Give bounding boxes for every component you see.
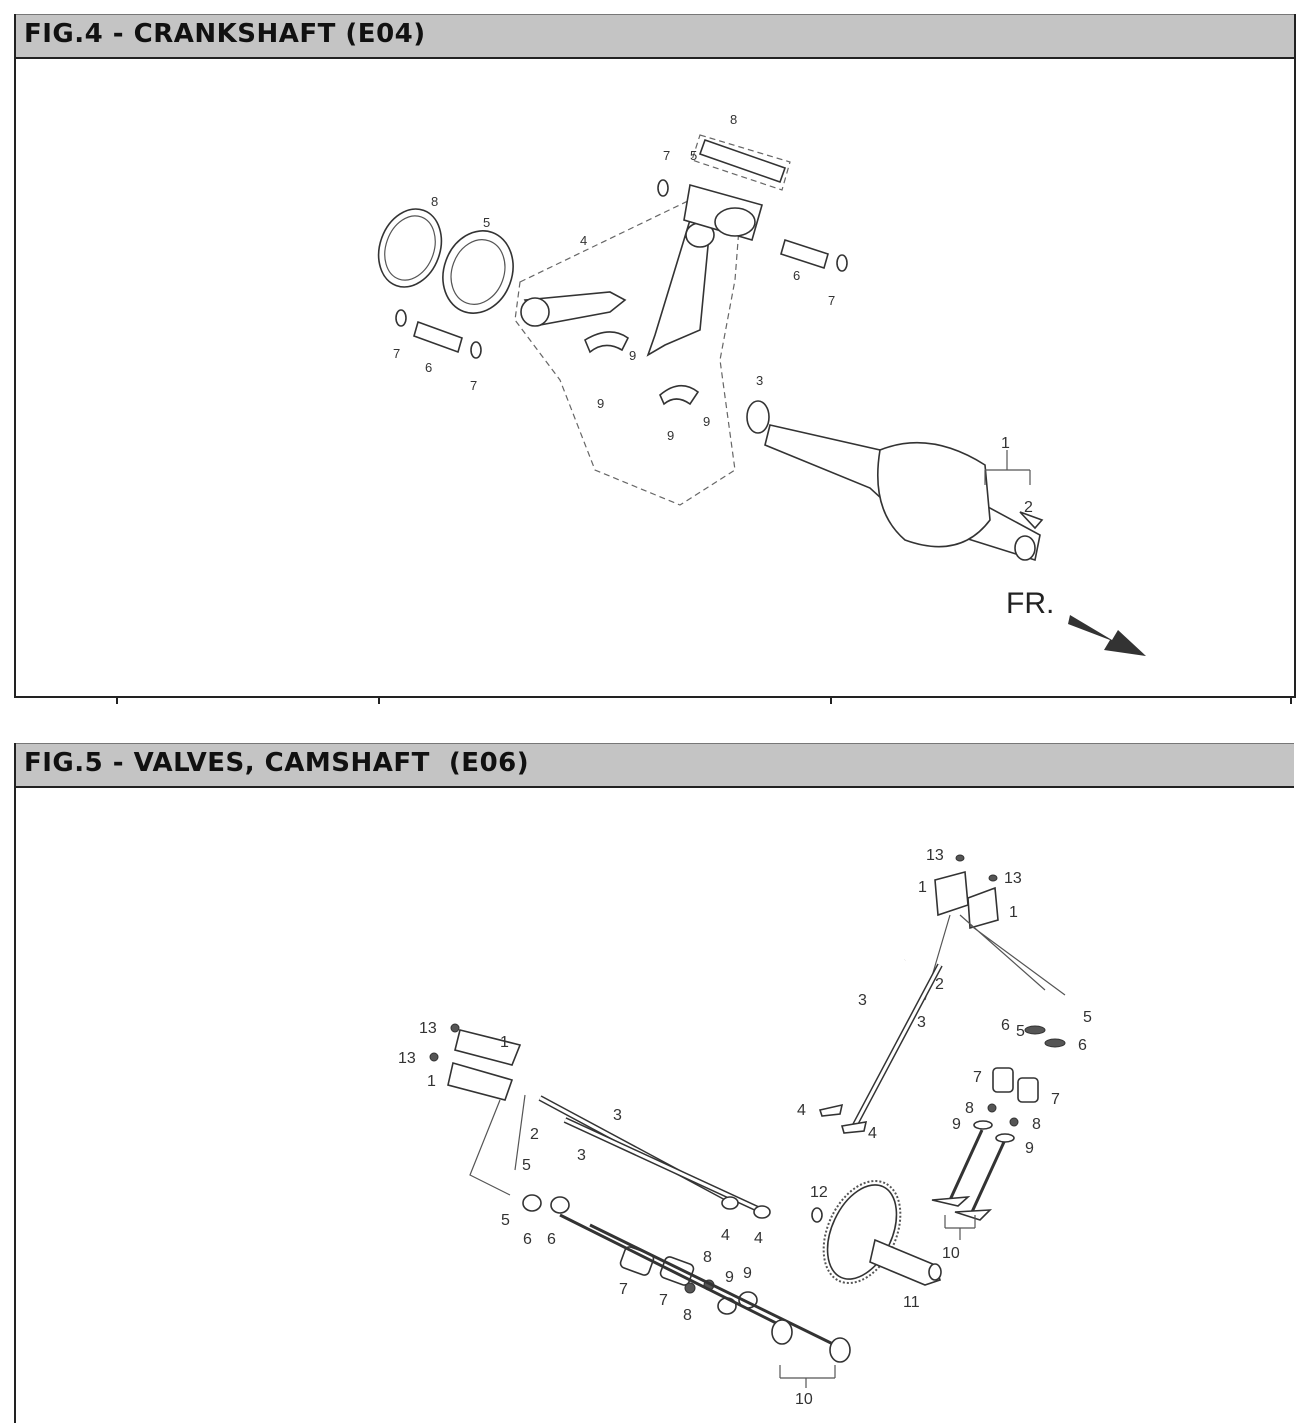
part-callout-number: 3 xyxy=(858,992,867,1009)
part-callout-number: 3 xyxy=(917,1014,926,1031)
part-callout-number: 6 xyxy=(547,1231,556,1248)
part-callout-number: 3 xyxy=(577,1147,586,1164)
part-callout-number: 6 xyxy=(793,268,800,283)
part-callout-number: 4 xyxy=(754,1230,763,1247)
part-callout-number: 5 xyxy=(522,1157,531,1174)
part-callout-number: 9 xyxy=(743,1265,752,1282)
piston-pin-right xyxy=(780,238,829,270)
part-callout-number: 3 xyxy=(756,373,763,388)
part-callout-number: 6 xyxy=(425,360,432,375)
part-callout-number: 7 xyxy=(619,1281,628,1298)
rocker-arm-left-b xyxy=(447,1061,514,1101)
part-callout-number: 8 xyxy=(965,1100,974,1117)
part-callout-number: 1 xyxy=(1009,904,1018,921)
valve-spring-upper-a xyxy=(992,1067,1014,1093)
part-callout-number: 7 xyxy=(470,378,477,393)
part-callout-number: 4 xyxy=(580,233,587,248)
part-callout-number: 4 xyxy=(721,1227,730,1244)
part-callout-number: 2 xyxy=(530,1126,539,1143)
part-callout-number: 4 xyxy=(868,1125,877,1142)
part-callout-number: 9 xyxy=(629,348,636,363)
part-callout-number: 13 xyxy=(926,847,944,864)
part-callout-number: 3 xyxy=(613,1107,622,1124)
part-callout-number: 8 xyxy=(1032,1116,1041,1133)
part-callout-number: 1 xyxy=(1001,435,1010,452)
part-callout-number: 10 xyxy=(795,1391,813,1408)
part-callout-number: 2 xyxy=(1024,499,1033,516)
part-callout-number: 9 xyxy=(597,396,604,411)
part-callout-number: 6 xyxy=(523,1231,532,1248)
valves-camshaft-drawing: 13 13 1 1 13 13 1 1 2 2 3 3 3 3 4 4 4 4 … xyxy=(398,847,1092,1408)
part-callout-number: 9 xyxy=(667,428,674,443)
figure-5-panel: FIG.5 - VALVES, CAMSHAFT (E06) xyxy=(14,743,1294,1423)
part-callout-number: 13 xyxy=(1004,870,1022,887)
figure-4-title: FIG.4 - CRANKSHAFT (E04) xyxy=(24,19,426,49)
table-divider xyxy=(116,696,118,704)
part-callout-number: 7 xyxy=(659,1292,668,1309)
fig4-callouts: 1 2 3 4 5 5 6 6 7 7 7 7 8 8 9 9 9 9 xyxy=(393,112,1033,516)
rocker-arm-upper-b xyxy=(967,886,999,930)
table-divider xyxy=(830,696,832,704)
bearing-right-a xyxy=(659,384,700,406)
part-callout-number: 9 xyxy=(1025,1140,1034,1157)
part-callout-number: 7 xyxy=(828,293,835,308)
figure-5-header: FIG.5 - VALVES, CAMSHAFT (E06) xyxy=(16,743,1294,788)
part-callout-number: 11 xyxy=(903,1294,920,1311)
bearing-left-a xyxy=(583,331,630,354)
part-callout-number: 13 xyxy=(419,1020,437,1037)
part-callout-number: 9 xyxy=(725,1269,734,1286)
part-callout-number: 7 xyxy=(1051,1091,1060,1108)
table-divider xyxy=(378,696,380,704)
camshaft-seal xyxy=(811,1207,823,1223)
part-callout-number: 8 xyxy=(703,1249,712,1266)
circlip-top xyxy=(657,179,669,197)
rocker-arm-upper-a xyxy=(934,870,969,917)
crankshaft-key xyxy=(1019,511,1044,530)
part-callout-number: 9 xyxy=(703,414,710,429)
part-callout-number: 13 xyxy=(398,1050,416,1067)
circlip-right xyxy=(836,254,848,272)
piston-ring-top xyxy=(698,138,787,184)
figure-4-panel: FIG.4 - CRANKSHAFT (E04) xyxy=(14,14,1296,698)
piston-ring-left xyxy=(377,208,443,288)
figure-4-header: FIG.4 - CRANKSHAFT (E04) xyxy=(16,14,1294,59)
table-divider xyxy=(1290,696,1292,704)
part-callout-number: 7 xyxy=(663,148,670,163)
part-callout-number: 8 xyxy=(431,194,438,209)
part-callout-number: 1 xyxy=(500,1034,509,1051)
part-callout-number: 8 xyxy=(730,112,737,127)
fig5-callouts: 13 13 1 1 13 13 1 1 2 2 3 3 3 3 4 4 4 4 … xyxy=(398,847,1092,1408)
part-callout-number: 4 xyxy=(797,1102,806,1119)
valve-spring-upper-b xyxy=(1017,1077,1039,1103)
crankshaft-drawing: FR. 1 2 3 4 5 5 6 6 7 7 7 7 8 8 9 9 9 9 xyxy=(377,112,1146,656)
part-callout-number: 6 xyxy=(1078,1037,1087,1054)
part-callout-number: 12 xyxy=(810,1184,828,1201)
circlip-left-a xyxy=(395,309,407,327)
circlip-left-b xyxy=(470,341,482,359)
front-arrow-icon xyxy=(1068,615,1146,656)
part-callout-number: 5 xyxy=(690,148,697,163)
part-callout-number: 7 xyxy=(393,346,400,361)
part-callout-number: 2 xyxy=(935,976,944,993)
part-callout-number: 5 xyxy=(483,215,490,230)
figure-5-title: FIG.5 - VALVES, CAMSHAFT (E06) xyxy=(24,748,530,778)
part-callout-number: 7 xyxy=(973,1069,982,1086)
crankshaft-seal xyxy=(746,400,770,434)
part-callout-number: 8 xyxy=(683,1307,692,1324)
part-callout-number: 6 xyxy=(1001,1017,1010,1034)
piston-pin-left xyxy=(413,320,463,354)
part-callout-number: 9 xyxy=(952,1116,961,1133)
part-callout-number: 5 xyxy=(1016,1023,1025,1040)
part-callout-number: 1 xyxy=(427,1073,436,1090)
rocker-arm-left-a xyxy=(454,1029,522,1066)
part-callout-number: 1 xyxy=(918,879,927,896)
part-callout-number: 5 xyxy=(501,1212,510,1229)
part-callout-number: 10 xyxy=(942,1245,960,1262)
piston-left xyxy=(442,230,514,314)
front-direction-label: FR. xyxy=(1006,587,1054,620)
part-callout-number: 5 xyxy=(1083,1009,1092,1026)
camshaft xyxy=(869,1238,942,1286)
